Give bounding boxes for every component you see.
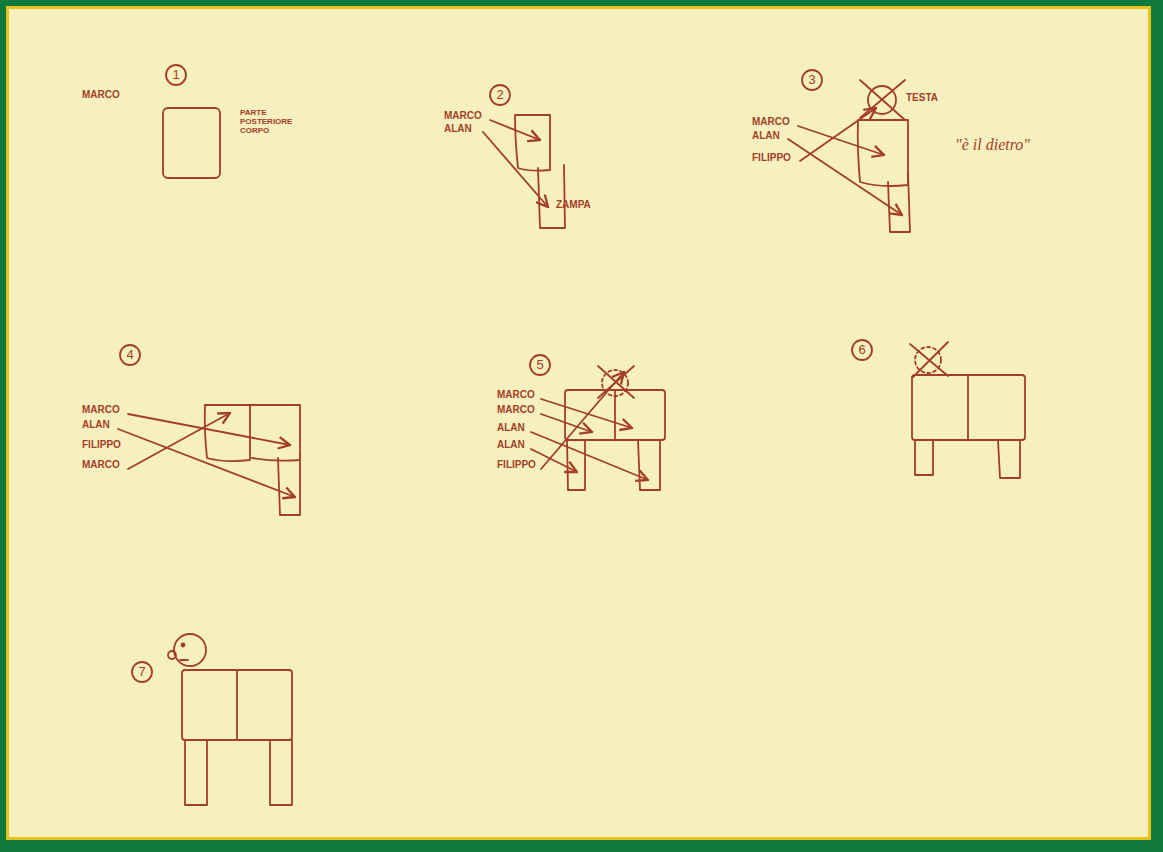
child-name: MARCO [497,389,535,401]
quote-note: "è il dietro" [955,136,1030,154]
child-name: MARCO [497,404,535,416]
child-name: FILIPPO [752,152,791,164]
step-number: 1 [172,68,179,83]
child-name: ALAN [82,419,110,431]
part-name: PARTE POSTERIORE CORPO [240,108,302,136]
child-name: MARCO [444,110,482,122]
child-name: ALAN [752,130,780,142]
child-name: FILIPPO [497,459,536,471]
child-name: MARCO [82,404,120,416]
child-name: MARCO [82,89,120,101]
child-name: ALAN [444,123,472,135]
child-name: MARCO [752,116,790,128]
child-name: FILIPPO [82,439,121,451]
part-name: ZAMPA [556,199,591,211]
step-number: 5 [536,358,543,373]
step-number: 2 [496,88,503,103]
child-name: ALAN [497,439,525,451]
step-number: 4 [126,348,133,363]
step-number: 3 [808,73,815,88]
part-name: TESTA [906,92,938,104]
step-number: 6 [858,343,865,358]
child-name: ALAN [497,422,525,434]
step-number: 7 [138,665,145,680]
child-name: MARCO [82,459,120,471]
